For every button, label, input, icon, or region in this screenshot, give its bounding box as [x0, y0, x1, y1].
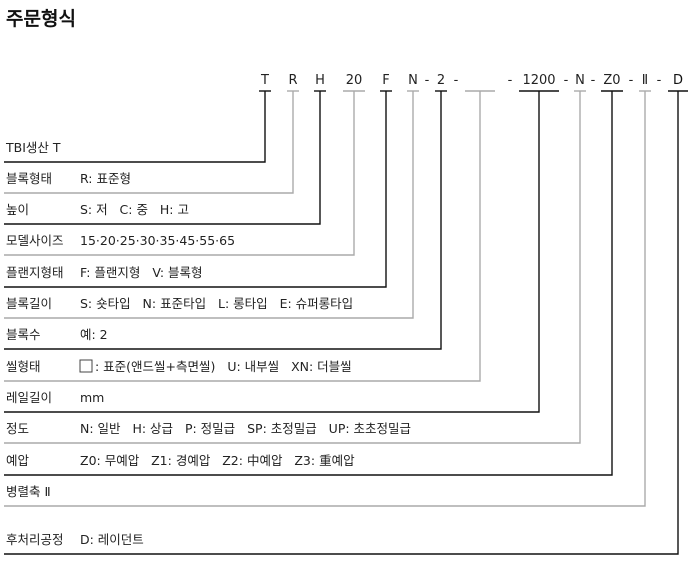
row-value: mm: [80, 390, 104, 405]
row-label: 레일길이: [6, 390, 52, 405]
code-segment: D: [673, 73, 683, 88]
row-value: N: 일반 H: 상급 P: 정밀급 SP: 초정밀급 UP: 초초정밀급: [80, 421, 411, 436]
leader-line: [4, 91, 581, 444]
leader-line: [4, 91, 540, 413]
row-value: 15·20·25·30·35·45·55·65: [80, 233, 235, 248]
code-separator: -: [564, 73, 569, 88]
code-segment: Z0: [603, 73, 620, 88]
row-value: D: 레이던트: [80, 532, 144, 547]
row-label: 후처리공정: [6, 532, 64, 547]
row-label: 예압: [6, 453, 30, 468]
page-title: 주문형식: [6, 8, 76, 30]
row-value: Z0: 무예압 Z1: 경예압 Z2: 中예압 Z3: 重예압: [80, 453, 355, 468]
row-value: S: 저 C: 중 H: 고: [80, 202, 189, 217]
code-segment: 20: [346, 73, 363, 88]
leader-line: [4, 91, 266, 163]
row-value: S: 숏타입 N: 표준타입 L: 롱타입 E: 슈퍼롱타입: [80, 296, 353, 311]
leader-line: [4, 91, 414, 319]
leader-line: [4, 91, 481, 382]
row-value: 예: 2: [80, 327, 108, 342]
leader-line: [4, 91, 294, 194]
code-segment: R: [288, 73, 297, 88]
row-label: 블록형태: [6, 171, 52, 186]
row-label: 모델사이즈: [6, 233, 64, 248]
code-segment: 1200: [522, 73, 555, 88]
leader-line: [4, 91, 387, 288]
leader-line: [4, 91, 613, 476]
row-value: R: 표준형: [80, 171, 131, 186]
checkbox-icon: [79, 359, 93, 373]
code-segment: 2: [437, 73, 445, 88]
leader-lines: [4, 91, 679, 555]
row-label: 정도: [6, 421, 29, 436]
leader-line: [4, 91, 442, 350]
leader-line: [4, 91, 646, 507]
code-segment: N: [575, 73, 585, 88]
code-separator: -: [508, 73, 513, 88]
row-label: 플랜지형태: [6, 265, 64, 280]
code-separator: -: [425, 73, 430, 88]
code-segment: F: [382, 73, 389, 88]
code-separator: -: [629, 73, 634, 88]
row-value: F: 플랜지형 V: 블록형: [80, 265, 203, 280]
leader-line: [4, 91, 679, 555]
code-segment: T: [260, 73, 269, 88]
row-label: 높이: [6, 202, 29, 217]
code-separator: -: [454, 73, 459, 88]
row-label: 블록수: [6, 327, 41, 342]
leader-line: [4, 91, 355, 256]
leader-line: [4, 91, 321, 225]
row-label: 병렬축 Ⅱ: [6, 484, 51, 499]
row-label: 씰형태: [6, 359, 41, 374]
code-segment: N: [408, 73, 418, 88]
row-value: : 표준(앤드씰+측면씰) U: 내부씰 XN: 더블씰: [95, 359, 352, 374]
row-label: 블록길이: [6, 296, 52, 311]
code-segment: Ⅱ: [642, 73, 648, 88]
row-label: TBI생산 T: [5, 140, 61, 155]
code-separator: -: [657, 73, 662, 88]
code-separator: -: [591, 73, 596, 88]
code-segment: H: [315, 73, 325, 88]
